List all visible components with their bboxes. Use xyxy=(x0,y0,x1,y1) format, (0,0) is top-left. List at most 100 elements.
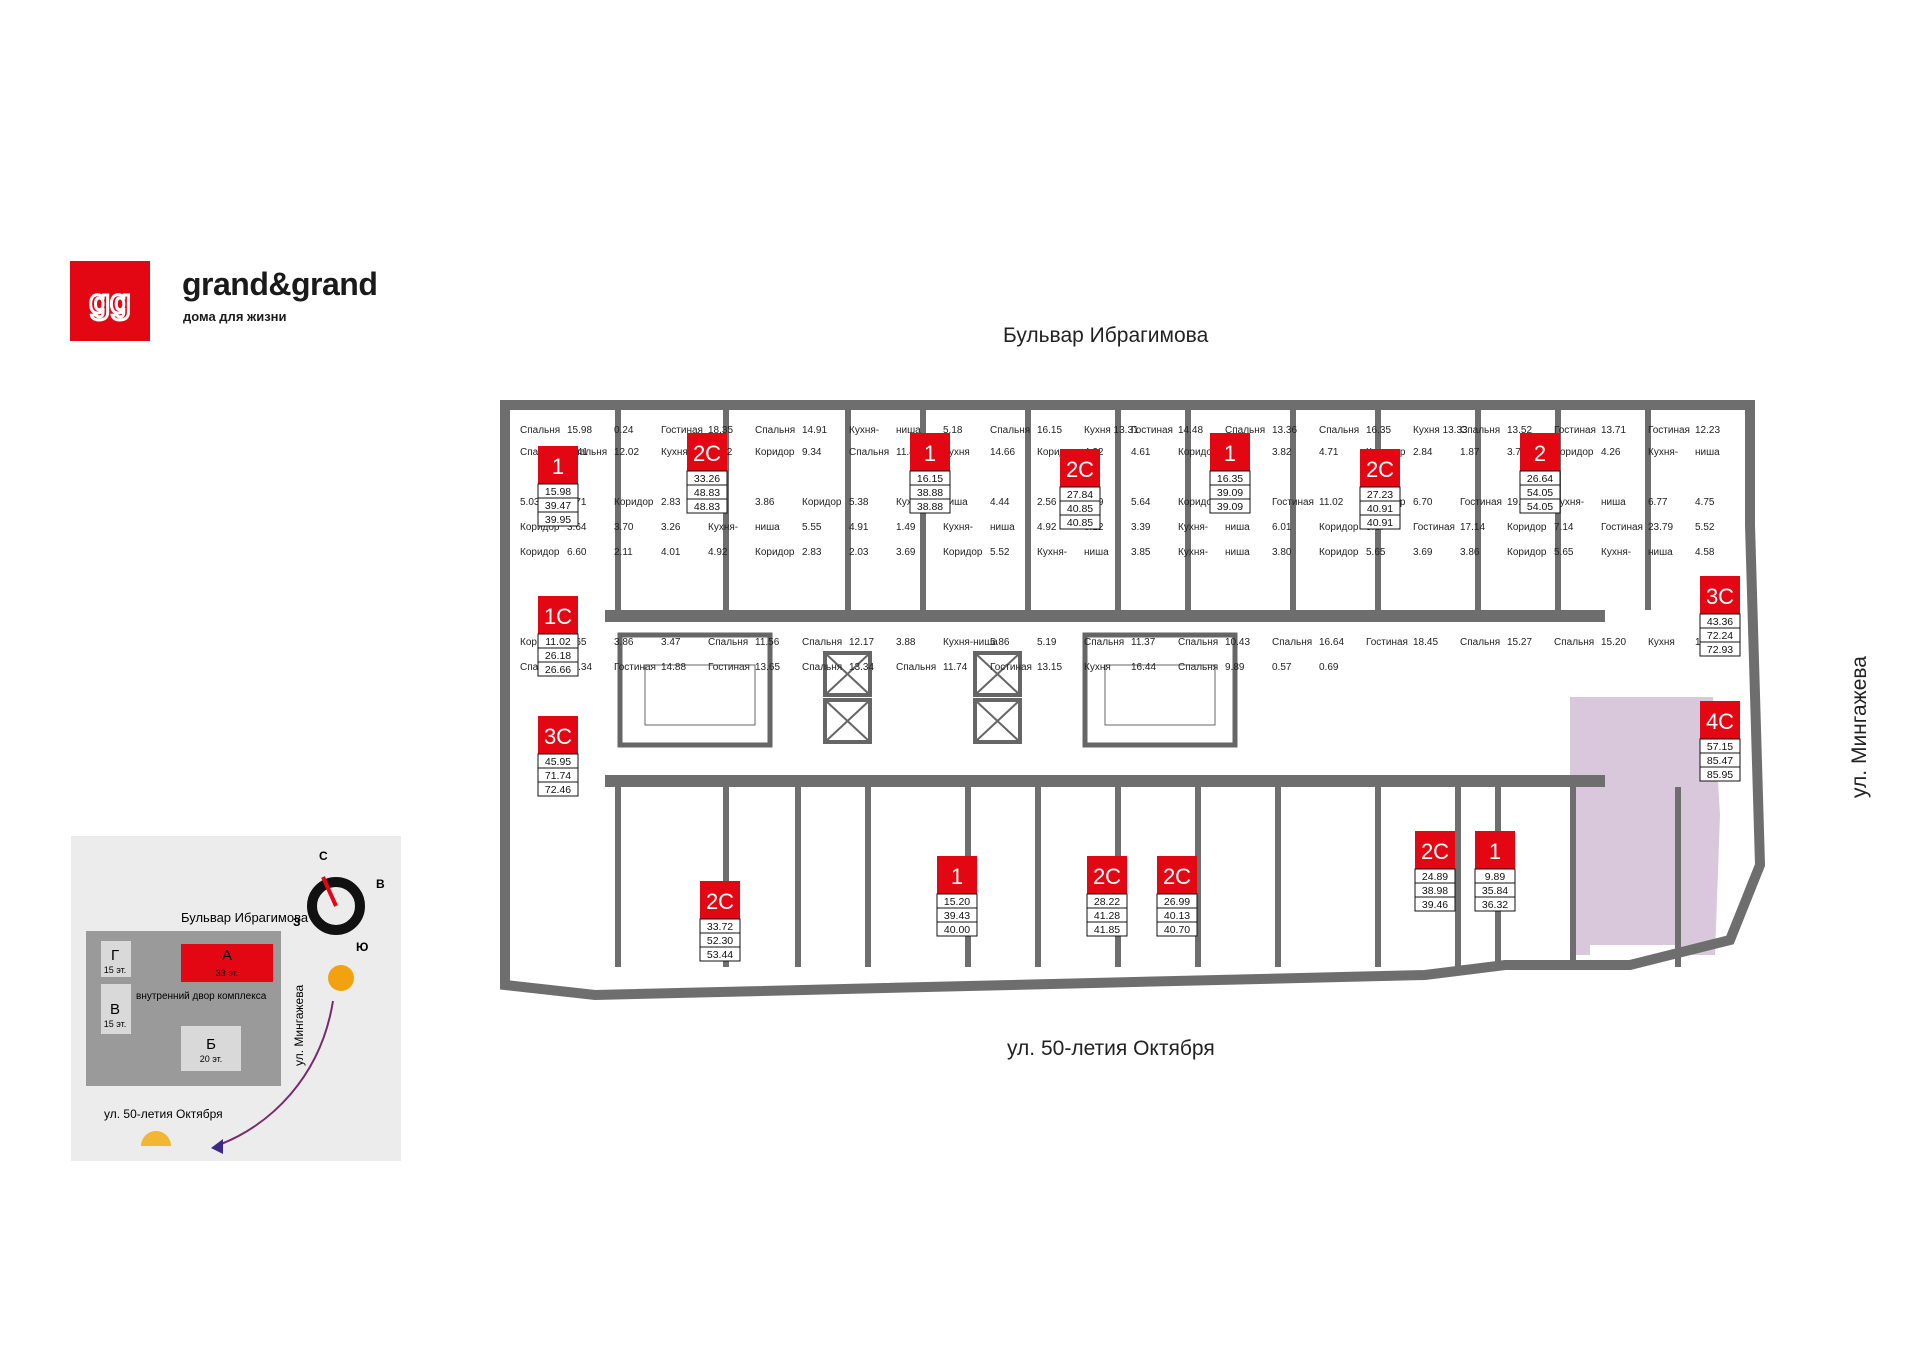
room-label: 4.91 xyxy=(849,522,869,533)
apartment-type: 1С xyxy=(544,604,572,629)
minimap-building-g xyxy=(101,941,131,977)
street-north-label: Бульвар Ибрагимова xyxy=(1003,324,1209,347)
room-label: 5.38 xyxy=(849,497,869,508)
minimap-courtyard-label: внутренний двор комплекса xyxy=(136,991,267,1002)
apartment-area-total: 39.43 xyxy=(944,910,970,922)
badge-value-cell xyxy=(699,946,741,962)
logo-mark-icon: gg xyxy=(88,282,133,323)
room-label: ниша xyxy=(1695,447,1720,458)
apartment-type: 2С xyxy=(1163,864,1191,889)
room-label: 14.91 xyxy=(802,425,827,436)
room-label: 16.64 xyxy=(1319,637,1344,648)
room-label: 3.69 xyxy=(896,547,916,558)
room-label: 13.52 xyxy=(1507,425,1532,436)
compass-west: З xyxy=(293,915,301,929)
apartment-type: 2С xyxy=(1421,839,1449,864)
compass-icon: С В Ю З xyxy=(293,849,385,954)
room-label: 0.24 xyxy=(614,425,634,436)
room-label: 14.48 xyxy=(1178,425,1203,436)
room-label: Спальня xyxy=(896,662,936,673)
room-label: 1.87 xyxy=(1460,447,1480,458)
room-label: Коридор xyxy=(1178,497,1218,508)
apartment-area-area: 41.85 xyxy=(1094,924,1120,936)
apartment-area-area: 72.46 xyxy=(545,784,571,796)
apartment-area-total: 38.88 xyxy=(917,487,943,499)
room-label: 13.34 xyxy=(567,662,592,673)
room-label: Гостиная xyxy=(1413,522,1455,533)
apartment-type: 1 xyxy=(1224,441,1236,466)
room-label: 13.15 xyxy=(1037,662,1062,673)
minimap-street-north: Бульвар Ибрагимова xyxy=(181,910,309,925)
apartment-area-total: 54.05 xyxy=(1527,487,1553,499)
apartment-area-total: 35.84 xyxy=(1482,885,1508,897)
apartment-type: 3С xyxy=(1706,584,1734,609)
apartment-area-living: 27.84 xyxy=(1067,489,1093,501)
room-label: 3.64 xyxy=(567,522,587,533)
minimap-building-g-floors: 15 эт. xyxy=(104,965,127,975)
minimap-street-south: ул. 50-летия Октября xyxy=(104,1107,223,1121)
room-label: Спальня xyxy=(1554,637,1594,648)
badge-fill xyxy=(687,433,727,471)
badge-fill xyxy=(937,856,977,894)
compass-east: В xyxy=(376,877,385,891)
apartment-area-total: 85.47 xyxy=(1707,755,1733,767)
room-label: 1.49 xyxy=(896,522,916,533)
room-label: Коридор xyxy=(1554,447,1594,458)
apartment-area-area: 36.32 xyxy=(1482,899,1508,911)
room-label: Гостиная xyxy=(1131,425,1173,436)
room-label: 16.15 xyxy=(1037,425,1062,436)
highlighted-apartment-area xyxy=(1570,697,1720,955)
apartment-area-total: 48.83 xyxy=(694,487,720,499)
room-label: ниша xyxy=(755,522,780,533)
room-label: 17.14 xyxy=(1460,522,1485,533)
room-label: Коридор xyxy=(1178,447,1218,458)
room-label: 0.57 xyxy=(1272,662,1292,673)
apartment-area-total: 40.13 xyxy=(1164,910,1190,922)
room-label: Гостиная xyxy=(708,662,750,673)
apartment-type: 2С xyxy=(1093,864,1121,889)
badge-fill xyxy=(1700,701,1740,739)
apartment-area-living: 26.99 xyxy=(1164,896,1190,908)
apartment-type: 2С xyxy=(1366,457,1394,482)
badge-fill xyxy=(1475,831,1515,869)
building-outline xyxy=(500,400,1766,1001)
room-label: 13.65 xyxy=(755,662,780,673)
room-label: Спальня xyxy=(1178,662,1218,673)
apartment-area-total: 38.98 xyxy=(1422,885,1448,897)
apartment-area-area: 54.05 xyxy=(1527,501,1553,513)
street-south-label: ул. 50-летия Октября xyxy=(1007,1037,1215,1060)
room-label: 12.17 xyxy=(849,637,874,648)
compass-south: Ю xyxy=(356,940,368,954)
room-label: Спальня xyxy=(520,425,560,436)
room-label: 6.77 xyxy=(1648,497,1668,508)
sun-path-arrow xyxy=(215,1000,334,1147)
room-label: Гостиная xyxy=(1648,425,1690,436)
room-label: 12.02 xyxy=(614,447,639,458)
room-label: ниша xyxy=(943,497,968,508)
room-label: Спальня xyxy=(1272,637,1312,648)
room-label: 11.44 xyxy=(896,447,921,458)
room-label: 4.71 xyxy=(1319,447,1339,458)
badge-fill xyxy=(1360,449,1400,487)
room-label: Кухня- xyxy=(1178,547,1208,558)
room-label: 10.43 xyxy=(1225,637,1250,648)
room-label: Спальня xyxy=(1460,425,1500,436)
room-label: Спальня xyxy=(802,662,842,673)
staircase-right xyxy=(1082,632,1238,748)
room-label: 14.66 xyxy=(990,447,1015,458)
apartment-type: 1 xyxy=(552,454,564,479)
apartment-area-total: 71.74 xyxy=(545,770,571,782)
badge-value-cell xyxy=(1414,896,1456,912)
room-label: Спальня xyxy=(1178,637,1218,648)
room-label: Коридор xyxy=(755,547,795,558)
badge-fill xyxy=(538,446,578,484)
room-label: 11.74 xyxy=(943,662,968,673)
room-label: Коридор xyxy=(1507,547,1547,558)
apartment-area-area: 40.00 xyxy=(944,924,970,936)
